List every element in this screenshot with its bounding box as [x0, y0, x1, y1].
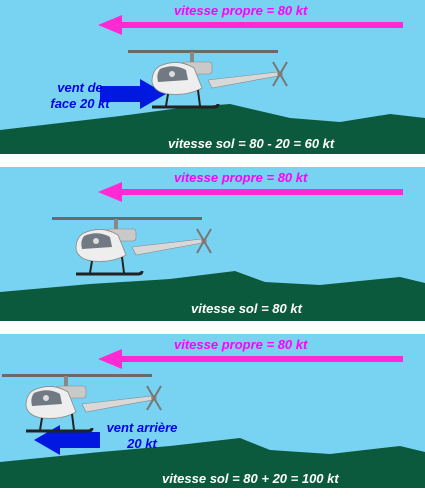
groundspeed-label: vitesse sol = 80 kt: [191, 301, 302, 316]
tailwind-arrow: [34, 425, 100, 455]
scene-headwind: [0, 0, 425, 154]
ground-terrain: [0, 104, 425, 154]
airspeed-label: vitesse propre = 80 kt: [174, 3, 308, 18]
airspeed-arrow: [98, 15, 403, 35]
panel-tailwind: vitesse propre = 80 kt vent arrière 20 k…: [0, 334, 425, 488]
groundspeed-label: vitesse sol = 80 + 20 = 100 kt: [162, 471, 339, 486]
airspeed-label: vitesse propre = 80 kt: [174, 337, 308, 352]
headwind-label: vent de face 20 kt: [40, 80, 120, 112]
ground-terrain: [0, 438, 425, 488]
airspeed-arrow: [98, 182, 403, 202]
tailwind-label-line1: vent arrière: [106, 420, 178, 435]
panel-no-wind: vitesse propre = 80 kt vitesse sol = 80 …: [0, 167, 425, 321]
airspeed-label: vitesse propre = 80 kt: [174, 170, 308, 185]
scene-no-wind: [0, 167, 425, 321]
groundspeed-label: vitesse sol = 80 - 20 = 60 kt: [168, 136, 335, 151]
headwind-label-line2: face 20 kt: [50, 96, 110, 111]
tailwind-label-line2: 20 kt: [127, 436, 157, 451]
panel-headwind: vitesse propre = 80 kt vent de face 20 k…: [0, 0, 425, 154]
tailwind-label: vent arrière 20 kt: [98, 420, 186, 452]
headwind-arrow: [100, 79, 166, 109]
airspeed-arrow: [98, 349, 403, 369]
ground-terrain: [0, 271, 425, 321]
headwind-label-line1: vent de: [57, 80, 103, 95]
scene-tailwind: [0, 334, 425, 488]
